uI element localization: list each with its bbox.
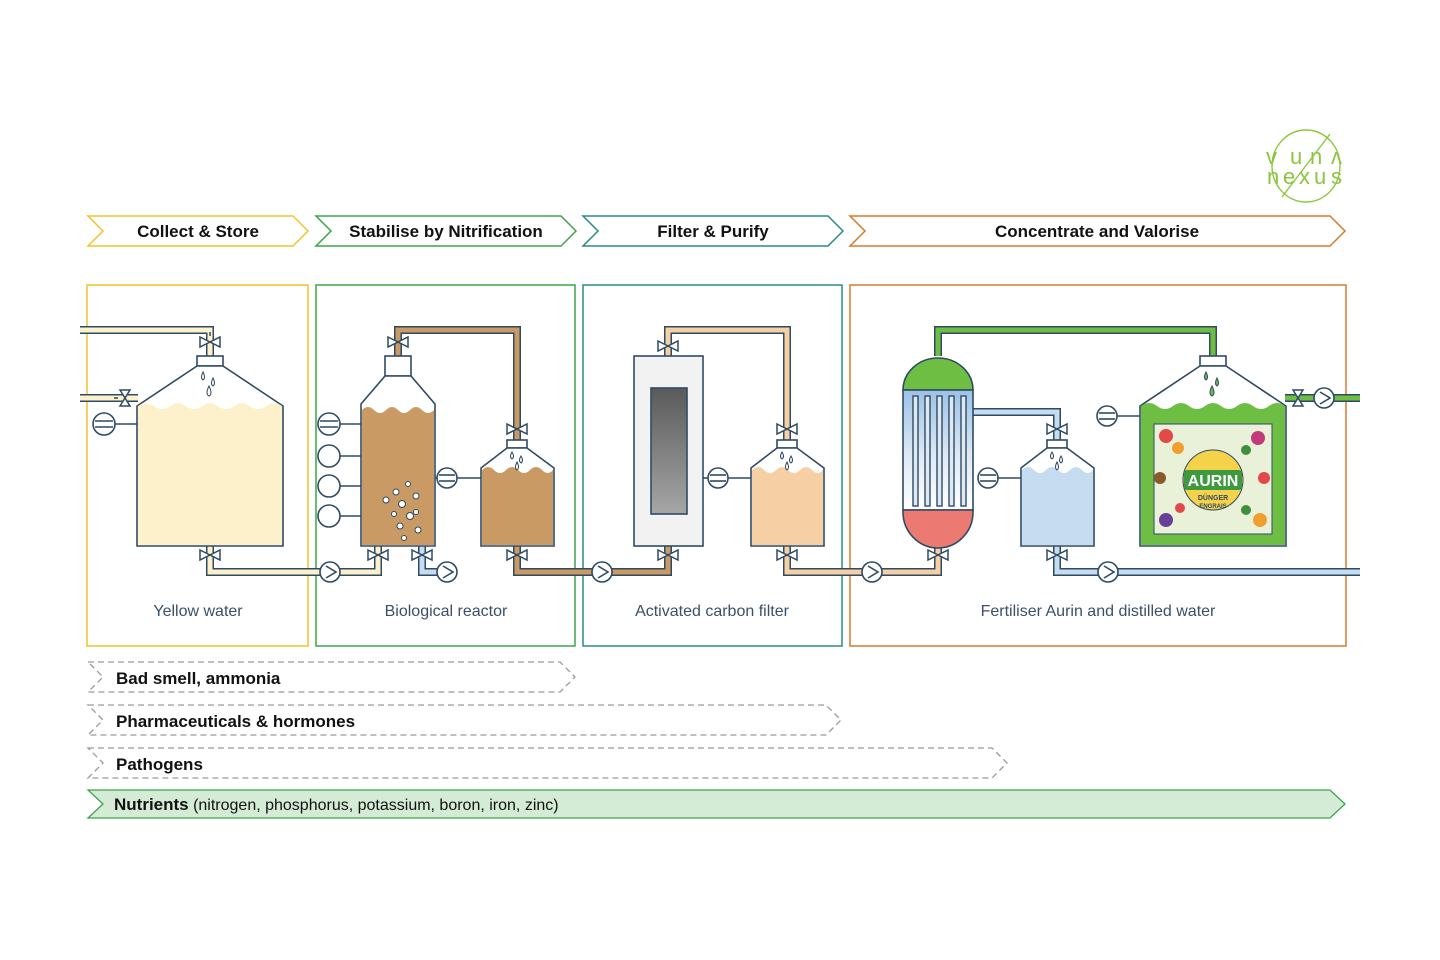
logo-letter: u [1290, 144, 1302, 169]
valve-icon [1046, 422, 1068, 436]
band-label-smell: Bad smell, ammonia [116, 669, 281, 688]
logo-letter: s [1331, 164, 1342, 189]
logo-letter: v [1266, 144, 1277, 169]
valve-icon [776, 422, 798, 436]
activated-carbon-column [633, 355, 704, 547]
stage-title-stabilise: Stabilise by Nitrification [349, 222, 543, 241]
band-arrow-pharma [86, 704, 842, 736]
nitrified-storage-tank [480, 439, 555, 547]
pump-icon [319, 561, 341, 583]
level-sensor-icon [977, 467, 1021, 489]
pump-icon [1097, 561, 1119, 583]
valve-icon [387, 335, 409, 349]
unit-label-collect: Yellow water [153, 603, 243, 620]
valve-icon [199, 335, 221, 349]
valve-icon [506, 548, 528, 562]
stage-title-filter: Filter & Purify [657, 222, 769, 241]
reactor-sensors [317, 412, 361, 528]
stage-box-concentrate [849, 284, 1347, 647]
level-sensors [92, 405, 1140, 489]
unit-label-stabilise: Biological reactor [385, 603, 508, 620]
stage-arrow-concentrate [848, 215, 1347, 247]
pumps [319, 387, 1335, 583]
logo-letter: ʌ [1331, 144, 1342, 169]
logo-letter: n [1267, 164, 1279, 189]
valve-icon [1046, 548, 1068, 562]
pump-icon [436, 561, 458, 583]
valves [114, 332, 1305, 562]
valve-icon [1291, 389, 1305, 407]
band-arrow-nutrients [86, 789, 1346, 819]
level-sensor-icon [435, 467, 481, 489]
valve-icon [776, 548, 798, 562]
stage-boxes [86, 284, 1347, 647]
yellow-water-tank [136, 355, 284, 547]
valve-icon [118, 389, 132, 407]
stage-arrow-filter [581, 215, 845, 247]
band-label-pathogens: Pathogens [116, 755, 203, 774]
aurin-subtitle-1: DÜNGER [1198, 493, 1228, 502]
valve-icon [657, 339, 679, 353]
band-detail-nutrients: (nitrogen, phosphorus, potassium, boron,… [189, 797, 559, 814]
distilled-water-tank [1020, 439, 1095, 547]
valve-icon [657, 548, 679, 562]
logo-letter: n [1310, 144, 1322, 169]
pump-icon [1313, 387, 1335, 409]
pump-icon [861, 561, 883, 583]
biological-reactor [360, 355, 436, 547]
stage-arrows: Collect & Store Stabilise by Nitrificati… [86, 215, 1347, 247]
stage-arrow-collect [86, 215, 310, 247]
logo-letter: u [1314, 164, 1326, 189]
valve-icon [927, 548, 949, 562]
unit-label-concentrate: Fertiliser Aurin and distilled water [981, 603, 1216, 620]
level-sensor-icon [1096, 405, 1140, 427]
logo-letter: x [1299, 164, 1310, 189]
stage-title-collect: Collect & Store [137, 222, 259, 241]
band-label-pharma: Pharmaceuticals & hormones [116, 712, 355, 731]
valve-icon [199, 548, 221, 562]
stage-box-filter [582, 284, 843, 647]
stage-box-stabilise [315, 284, 576, 647]
level-sensor-icon [703, 467, 751, 489]
band-text-nutrients: Nutrients (nitrogen, phosphorus, potassi… [114, 795, 559, 814]
pump-icon [591, 561, 613, 583]
valve-icon [506, 422, 528, 436]
aurin-brand-text: AURIN [1188, 473, 1239, 490]
band-label-nutrients: Nutrients [114, 795, 189, 814]
band-arrow-smell [86, 661, 576, 693]
removal-bands: Bad smell, ammonia Pharmaceuticals & hor… [86, 661, 1346, 819]
stage-box-collect [86, 284, 309, 647]
aurin-product-label: AURIN DÜNGER ENGRAIS [1153, 423, 1273, 535]
vuna-nexus-logo: v u n ʌ n e x u s [1266, 129, 1342, 203]
valve-icon [367, 548, 389, 562]
distillation-unit [902, 357, 974, 549]
stage-title-concentrate: Concentrate and Valorise [995, 222, 1199, 241]
stage-arrow-stabilise [314, 215, 578, 247]
logo-letter: e [1283, 164, 1295, 189]
valve-icon [411, 548, 433, 562]
level-sensor-icon [92, 412, 137, 436]
filtered-storage-tank [750, 439, 825, 547]
band-arrow-pathogens [86, 747, 1008, 779]
aurin-subtitle-2: ENGRAIS [1199, 504, 1226, 510]
unit-labels: Yellow water Biological reactor Activate… [153, 603, 1216, 620]
unit-label-filter: Activated carbon filter [635, 603, 790, 620]
